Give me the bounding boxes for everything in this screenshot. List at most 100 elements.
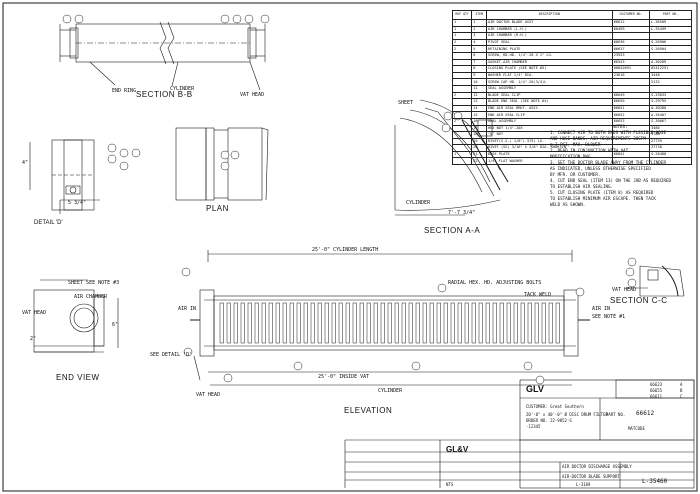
blade-slot — [492, 302, 497, 344]
elevation-drawing — [190, 250, 590, 386]
see-detail-d-label: SEE DETAIL 'D' — [150, 352, 193, 358]
section-bb-title: SECTION B-B — [136, 90, 193, 99]
blade-slot — [408, 302, 413, 344]
blade-slot — [464, 302, 469, 344]
bom-cell-item: 13 — [471, 98, 487, 106]
elevation-blade-slots — [219, 302, 560, 344]
note-line: WELD AS SHOWN. — [550, 202, 586, 207]
detail-d-title: DETAIL 'D' — [34, 220, 63, 226]
drawing-subtitle: AIR-DOCTOR BLADE SUPPORT — [562, 474, 620, 479]
blade-slot — [317, 302, 322, 344]
blade-slot — [310, 302, 315, 344]
bom-cell-part: S-29795 — [649, 98, 692, 106]
section-cc-title: SECTION C-C — [610, 296, 668, 305]
inside-vat-dim: 25'-0" INSIDE VAT — [318, 374, 370, 380]
bom-header-customer-no: CUSTOMER NO. — [611, 10, 651, 20]
bom-cell-qty — [451, 157, 473, 166]
end-ring-label: END RING — [112, 88, 137, 94]
blade-slot — [443, 302, 448, 344]
description-line-3: -12345 — [526, 424, 541, 429]
bom-cell-desc: CLOSING PLATE (SEE NOTE #5) — [485, 65, 613, 73]
elevation-title: ELEVATION — [344, 406, 393, 415]
bom-cell-desc: WASHER FLAT 1/4" DIA. — [485, 71, 613, 80]
blade-slot — [415, 302, 420, 344]
blade-slot — [282, 302, 287, 344]
company-logo-small: GL&V — [446, 445, 469, 454]
blade-slot — [366, 302, 371, 344]
bom-cell-cust: 23933 — [611, 51, 651, 60]
bom-cell-qty: 1 — [451, 150, 473, 159]
blade-slot — [499, 302, 504, 344]
bom-cell-item: 22 — [471, 157, 487, 166]
bom-cell-part: S-26906 — [649, 38, 692, 47]
bom-cell-cust — [611, 157, 651, 166]
matcode-label: MATCODE — [628, 426, 645, 431]
drawing-title: AIR DOCTOR DISCHARGE ASSEMBLY — [562, 464, 632, 469]
cylinder-length-dim: 25'-0" CYLINDER LENGTH — [312, 247, 379, 253]
plan-title: PLAN — [206, 204, 229, 213]
blade-slot — [436, 302, 441, 344]
bom-cell-item: 8 — [471, 65, 487, 73]
bom-cell-cust — [611, 78, 651, 86]
bom-cell-qty — [451, 137, 473, 146]
bom-cell-desc: SCREW CAP HD. 1/4"-20(3/4)L — [485, 78, 613, 86]
rev-letter: A — [680, 382, 683, 387]
bom-cell-qty: 2 — [451, 117, 473, 126]
note-line: 4. CUT END SEAL (ITEM 13) ON THE JOB AS … — [550, 178, 672, 183]
bom-header-description: DESCRIPTION — [485, 10, 613, 20]
detail-d-drawing — [29, 139, 100, 214]
see-note-label: SEE NOTE #1 — [592, 314, 626, 320]
bom-cell-item: 16 — [471, 117, 487, 126]
tack-weld-label: TACK WELD — [524, 292, 552, 298]
rev-entry: 66623 — [650, 382, 663, 387]
blade-slot — [352, 302, 357, 344]
bom-cell-desc: SCREW, RD.HD. 1/4"-20 X 1" LG. — [485, 51, 613, 60]
blade-slot — [275, 302, 280, 344]
blade-slot — [555, 302, 560, 344]
blade-slot — [247, 302, 252, 344]
bom-cell-item: 7 — [471, 58, 487, 67]
vat-head-label: VAT HEAD — [240, 92, 265, 98]
bom-cell-cust — [611, 32, 651, 40]
bom-cell-item: 20 — [471, 144, 487, 152]
blade-slot — [457, 302, 462, 344]
note-line: BY MFR. OR CUSTOMER. — [550, 172, 601, 177]
bill-of-materials-table: REF QTY ITEM DESCRIPTION CUSTOMER NO. PA… — [451, 10, 692, 166]
note-line: TO ESTABLISH MINIMUM AIR ESCAPE. THEN TA… — [550, 196, 656, 201]
bom-cell-part — [649, 32, 692, 40]
blade-slot — [471, 302, 476, 344]
sheet-note-label: SHEET SEE NOTE #3 — [68, 280, 120, 286]
bom-cell-qty — [451, 84, 473, 93]
blade-slot — [303, 302, 308, 344]
note-line: 3. SET THE DOCTOR BLADE AWAY FROM THE CY… — [550, 160, 666, 165]
bom-cell-qty — [451, 111, 473, 119]
blade-slot — [338, 302, 343, 344]
bom-cell-item: 1 — [471, 19, 487, 27]
bom-cell-cust: 66650 — [611, 98, 651, 106]
blade-slot — [485, 302, 490, 344]
blade-slot — [478, 302, 483, 344]
company-logo: GLV — [526, 384, 544, 394]
bom-cell-part: A-30380 — [649, 104, 692, 113]
blade-slot — [534, 302, 539, 344]
bom-cell-item: 10 — [471, 78, 487, 86]
bom-cell-part: A-26407 — [649, 111, 692, 119]
end-view-drawing — [33, 279, 119, 353]
blade-slot — [401, 302, 406, 344]
rev-letter: C — [680, 394, 683, 399]
section-cc-drawing — [626, 265, 685, 297]
bom-header-part-no: PART NO. — [649, 10, 692, 20]
bom-cell-item: 3 — [471, 32, 487, 40]
part-no-label: PART NO. — [606, 412, 626, 417]
blade-slot — [226, 302, 231, 344]
